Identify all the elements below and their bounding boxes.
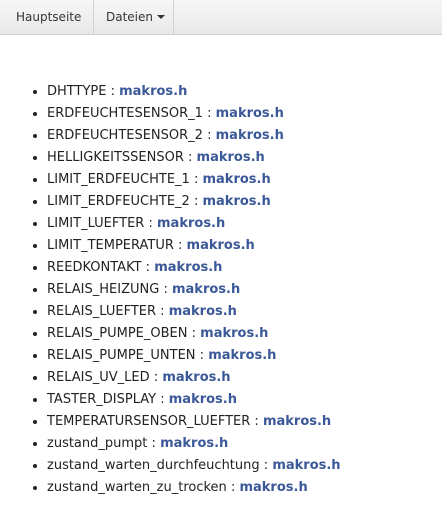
macro-name: TEMPERATURSENSOR_LUEFTER [47,414,251,429]
nav-home-tab[interactable]: Hauptseite [0,0,94,35]
macro-name: zustand_warten_durchfeuchtung [47,458,260,473]
macro-list-item: LIMIT_TEMPERATUR : makros.h [47,235,341,257]
macro-separator: : [207,128,212,143]
macro-list-item: RELAIS_LUEFTER : makros.h [47,301,341,323]
macro-separator: : [263,458,269,473]
macro-name: LIMIT_LUEFTER [47,216,145,231]
file-link[interactable]: makros.h [162,370,231,385]
macro-separator: : [191,326,197,341]
macro-separator: : [230,480,236,495]
file-link[interactable]: makros.h [168,392,237,407]
file-link[interactable]: makros.h [160,436,229,451]
macro-name: RELAIS_HEIZUNG [47,282,160,297]
macro-name: LIMIT_ERDFEUCHTE_2 [47,194,190,209]
macro-list-item: zustand_pumpt : makros.h [47,433,341,455]
macro-name: zustand_warten_zu_trocken [47,480,227,495]
file-link[interactable]: makros.h [157,216,226,231]
macro-separator: : [145,260,151,275]
macro-name: LIMIT_ERDFEUCHTE_1 [47,172,190,187]
nav-files-dropdown[interactable]: Dateien [94,0,174,35]
macro-separator: : [193,172,199,187]
macro-list-item: DHTTYPE : makros.h [47,81,341,103]
macro-separator: : [160,392,165,407]
macro-list-item: LIMIT_LUEFTER : makros.h [47,213,341,235]
nav-files-label: Dateien [106,10,154,24]
file-link[interactable]: makros.h [200,326,269,341]
macro-name: TASTER_DISPLAY [47,392,157,407]
macro-separator: : [254,414,259,429]
macro-list-item: TASTER_DISPLAY : makros.h [47,389,341,411]
file-link[interactable]: makros.h [186,238,255,253]
macro-separator: : [163,282,168,297]
macro-list-item: RELAIS_PUMPE_UNTEN : makros.h [47,345,341,367]
macro-name: HELLIGKEITSSENSOR [47,150,184,165]
macro-list-item: HELLIGKEITSSENSOR : makros.h [47,147,341,169]
macro-name: REEDKONTAKT [47,260,142,275]
macro-name: zustand_pumpt [47,436,148,451]
macro-name: RELAIS_PUMPE_UNTEN [47,348,196,363]
macro-separator: : [148,216,153,231]
macro-separator: : [199,348,205,363]
macro-list-item: zustand_warten_zu_trocken : makros.h [47,477,341,499]
file-link[interactable]: makros.h [208,348,277,363]
file-link[interactable]: makros.h [272,458,341,473]
macro-list-item: REEDKONTAKT : makros.h [47,257,341,279]
macro-separator: : [151,436,156,451]
macro-name: LIMIT_TEMPERATUR [47,238,174,253]
file-link[interactable]: makros.h [262,414,332,429]
nav-home-label: Hauptseite [16,10,82,24]
file-link[interactable]: makros.h [154,260,223,275]
macro-list-item: RELAIS_UV_LED : makros.h [47,367,341,389]
macro-name: ERDFEUCHTESENSOR_1 [47,106,203,121]
macro-list-item: RELAIS_HEIZUNG : makros.h [47,279,341,301]
macro-separator: : [153,370,159,385]
macro-list-item: ERDFEUCHTESENSOR_2 : makros.h [47,125,341,147]
macro-list-item: zustand_warten_durchfeuchtung : makros.h [47,455,341,477]
macro-list-item: LIMIT_ERDFEUCHTE_2 : makros.h [47,191,341,213]
file-link[interactable]: makros.h [202,172,271,187]
macro-separator: : [178,238,183,253]
caret-down-icon [157,14,166,19]
macro-list-item: RELAIS_PUMPE_OBEN : makros.h [47,323,341,345]
file-link[interactable]: makros.h [215,128,284,143]
macro-separator: : [207,106,212,121]
macro-name: RELAIS_LUEFTER [47,304,157,319]
navbar: Hauptseite Dateien [0,0,442,35]
file-link[interactable]: makros.h [202,194,271,209]
macro-name: RELAIS_UV_LED [47,370,150,385]
macro-separator: : [188,150,193,165]
macro-name: ERDFEUCHTESENSOR_2 [47,128,203,143]
file-link[interactable]: makros.h [168,304,237,319]
macro-separator: : [193,194,199,209]
file-link[interactable]: makros.h [119,84,188,99]
macro-separator: : [110,84,115,99]
file-link[interactable]: makros.h [239,480,308,495]
file-link[interactable]: makros.h [215,106,284,121]
macro-list-item: TEMPERATURSENSOR_LUEFTER : makros.h [47,411,341,433]
macro-name: RELAIS_PUMPE_OBEN [47,326,188,341]
macro-list: DHTTYPE : makros.h ERDFEUCHTESENSOR_1 : … [0,81,341,499]
macro-list-item: LIMIT_ERDFEUCHTE_1 : makros.h [47,169,341,191]
macro-separator: : [160,304,165,319]
file-link[interactable]: makros.h [171,282,241,297]
macro-list-item: ERDFEUCHTESENSOR_1 : makros.h [47,103,341,125]
file-link[interactable]: makros.h [196,150,265,165]
macro-name: DHTTYPE [47,84,107,99]
